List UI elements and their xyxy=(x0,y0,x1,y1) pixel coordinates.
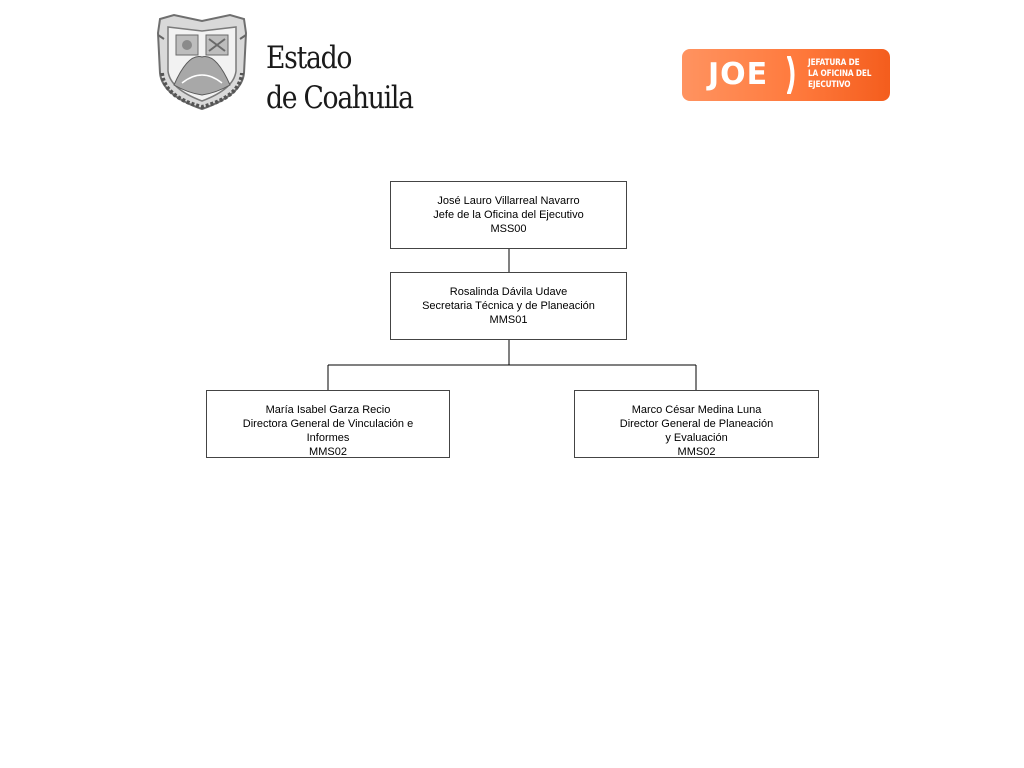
joe-subtitle-line-3: EJECUTIVO xyxy=(808,80,851,90)
state-title-line-2: de Coahuila xyxy=(266,80,414,116)
joe-subtitle-line-2: LA OFICINA DEL xyxy=(808,69,872,79)
node-name: José Lauro Villarreal Navarro xyxy=(437,195,580,207)
node-title-line-1: Director General de Planeación xyxy=(619,418,774,430)
org-node-planeacion: Marco César Medina Luna Director General… xyxy=(574,390,819,458)
node-code: MMS02 xyxy=(677,446,716,458)
node-code: MMS02 xyxy=(309,446,347,458)
node-title: Secretaria Técnica y de Planeación xyxy=(422,300,595,312)
joe-acronym: JOE xyxy=(708,57,769,92)
node-title: Jefe de la Oficina del Ejecutivo xyxy=(433,209,584,221)
state-title: Estado de Coahuila xyxy=(266,38,414,118)
node-name: Marco César Medina Luna xyxy=(631,404,762,416)
coat-of-arms-icon xyxy=(156,13,248,111)
node-code: MMS01 xyxy=(489,314,528,326)
node-name: María Isabel Garza Recio xyxy=(265,404,391,416)
node-name: Rosalinda Dávila Udave xyxy=(449,286,568,298)
joe-subtitle-line-1: JEFATURA DE xyxy=(808,58,860,68)
node-title-line-2: Informes xyxy=(306,432,350,444)
node-code: MSS00 xyxy=(490,223,527,235)
joe-subtitle: JEFATURA DE LA OFICINA DEL EJECUTIVO xyxy=(808,58,871,91)
node-title-line-2: y Evaluación xyxy=(665,432,728,444)
joe-logo-badge: JOE JEFATURA DE LA OFICINA DEL EJECUTIVO xyxy=(682,49,890,101)
org-node-jefe-oficina: José Lauro Villarreal Navarro Jefe de la… xyxy=(390,181,627,249)
bracket-divider-icon xyxy=(787,56,795,94)
org-node-secretaria-tecnica: Rosalinda Dávila Udave Secretaria Técnic… xyxy=(390,272,627,340)
state-title-line-1: Estado xyxy=(266,40,352,76)
org-node-vinculacion: María Isabel Garza Recio Directora Gener… xyxy=(206,390,450,458)
node-title-line-1: Directora General de Vinculación e xyxy=(242,418,414,430)
